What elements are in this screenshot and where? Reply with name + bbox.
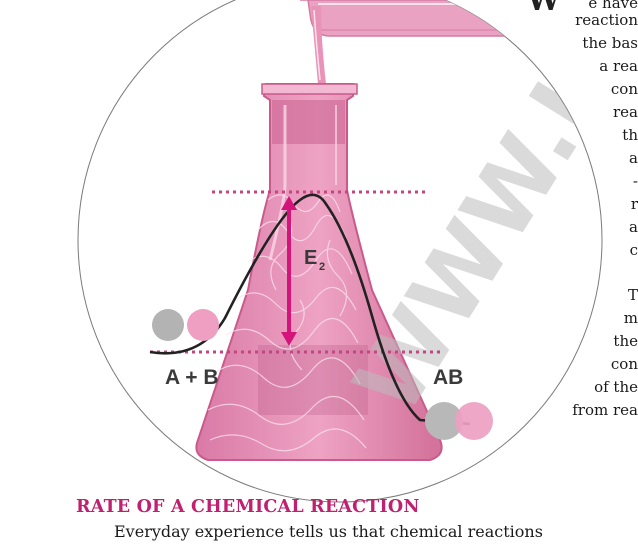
energy-label: E [304,247,317,269]
side-text-line: m [623,309,638,327]
circle-frame [77,0,603,503]
watermark: WWW.JE [333,11,638,431]
side-text-line: con [610,80,638,98]
section-heading: RATE OF A CHEMICAL REACTION [76,497,420,517]
product-ball-pink [455,402,493,440]
side-text-line: e have [588,0,638,12]
side-text-line: r [630,195,638,213]
activation-energy-arrow [281,196,297,346]
side-text-line: from rea [572,401,638,419]
product-label: AB [433,366,463,389]
product-ball-grey [425,402,463,440]
side-text-line: T [627,286,638,304]
reactant-ball-pink [187,309,219,341]
side-text-line: c [629,241,638,259]
side-text-line: a [629,149,638,167]
drop-cap: W [526,0,562,18]
body-text-line: Everyday experience tells us that chemic… [114,522,543,541]
reactant-ball-grey [152,309,184,341]
energy-subscript: 2 [319,261,325,273]
energy-curve [149,193,471,426]
pouring-beaker [300,0,521,37]
side-text-line: - [632,172,638,190]
erlenmeyer-flask [195,83,443,461]
side-text-line: the [613,332,638,350]
side-text-line: rea [613,103,638,121]
side-text-line: reaction [575,11,638,29]
svg-text:WWW.JE: WWW.JE [333,11,638,431]
side-text-line: th [622,126,638,144]
reactants-label: A + B [165,366,218,389]
side-text-line: a rea [599,57,638,75]
side-text-line: con [610,355,638,373]
side-text-line: the bas [582,34,638,52]
side-text-line: of the [594,378,638,396]
side-text-line: a [629,218,638,236]
